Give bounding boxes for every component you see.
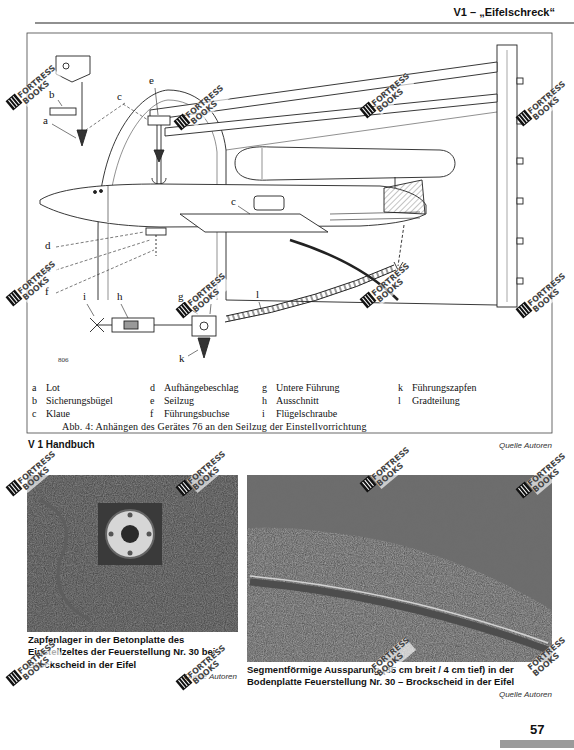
key-text: Flügelschraube (276, 408, 337, 419)
wing-root (180, 214, 328, 232)
key-letter: l (398, 395, 401, 406)
figure-frame (27, 33, 552, 433)
key-letter: f (150, 408, 153, 419)
jet-intake-line (262, 148, 263, 179)
drawing-number: 806 (58, 356, 69, 364)
callout-letter: a (42, 114, 49, 126)
watermark: FORTRESS BOOKS (527, 81, 572, 123)
guide-pin (198, 338, 210, 358)
hatch-panel (254, 196, 284, 210)
post-bolts (517, 78, 523, 284)
watermark: FORTRESS BOOKS (371, 73, 416, 115)
scale-arc (226, 265, 394, 316)
key-letter: a (32, 382, 36, 393)
key-letter: e (150, 395, 154, 406)
pin-head (200, 322, 208, 330)
source-heading: V 1 Handbuch (28, 439, 95, 450)
source-note: Quelle Autoren (499, 441, 552, 450)
key-letter: d (150, 382, 155, 393)
callout-letter: c (116, 90, 123, 102)
watermark-icons (6, 94, 533, 691)
hanger-block (148, 116, 170, 125)
pin-block (192, 316, 216, 336)
key-letter: b (32, 395, 37, 406)
key-text: Führungsbuchse (164, 408, 230, 419)
cutout (124, 321, 138, 329)
fuselage-rivet (94, 191, 97, 194)
leader-lines (52, 88, 262, 356)
tail-fin (384, 180, 425, 214)
watermark: FORTRESS BOOKS (17, 65, 62, 107)
callout-letter: k (178, 352, 186, 364)
screw-shaft (97, 325, 112, 326)
source-note: Quelle Autoren (499, 690, 552, 699)
safety-clip (50, 108, 76, 115)
callout-letter: i (82, 290, 87, 302)
plumb-line (82, 82, 83, 130)
watermark: FORTRESS BOOKS (371, 263, 416, 305)
page-bar (500, 740, 574, 748)
key-letter: c (32, 408, 36, 419)
watermark: FORTRESS BOOKS (187, 273, 232, 315)
v1-drawing (40, 45, 523, 358)
watermark: FORTRESS BOOKS (527, 273, 572, 315)
fuselage-rivet (100, 190, 103, 193)
nose-joint (108, 186, 109, 222)
callout-letter: h (116, 290, 124, 302)
page-number: 57 (530, 722, 544, 737)
key-text: Ausschnitt (276, 395, 319, 406)
watermark: FORTRESS BOOKS (187, 451, 232, 493)
claw-hook (152, 178, 166, 184)
header-rule (35, 22, 574, 23)
guide-arm (154, 325, 192, 326)
guide-bush (146, 228, 166, 235)
post-scale (507, 50, 508, 302)
key-text: Seilzug (164, 395, 194, 406)
pulse-jet (235, 147, 455, 180)
figure-caption: Abb. 4: Anhängen des Gerätes 76 an den S… (62, 421, 367, 432)
watermark: FORTRESS BOOKS (527, 453, 572, 495)
callout-letter: b (48, 88, 56, 100)
watermark: FORTRESS BOOKS (371, 447, 416, 489)
tail-drop-line (398, 225, 404, 266)
key-text: Untere Führung (276, 382, 340, 393)
key-text: Sicherungsbügel (46, 395, 113, 406)
guide-axis (156, 235, 157, 256)
watermark: FORTRESS BOOKS (17, 261, 62, 303)
callout-letter: c (230, 195, 237, 207)
watermark: FORTRESS BOOKS (17, 451, 62, 493)
key-letter: k (398, 382, 403, 393)
key-text: Aufhängebeschlag (164, 382, 238, 393)
key-text: Klaue (46, 408, 70, 419)
key-text: Lot (46, 382, 60, 393)
callout-letter: l (255, 288, 260, 300)
tailplane (330, 212, 420, 220)
key-letter: h (262, 395, 267, 406)
frame-post (497, 45, 517, 307)
photo-bearing (27, 475, 238, 632)
key-text: Führungszapfen (412, 382, 476, 393)
watermark: FORTRESS BOOKS (185, 85, 230, 127)
callout-letter: e (148, 74, 155, 86)
running-head: V1 – „Eifelschreck“ (453, 6, 555, 18)
callout-letter: d (44, 239, 52, 251)
key-letter: i (262, 408, 265, 419)
degree-scale-ticks (226, 268, 395, 320)
cutout-part (112, 318, 154, 332)
photo-groove (247, 475, 552, 662)
photo-caption: Segmentförmige Aussparung (35 cm breit /… (247, 664, 552, 689)
plumb-bob (154, 150, 164, 162)
bracket-hole (63, 63, 69, 69)
plumb-bob (77, 130, 87, 146)
key-text: Gradteilung (412, 395, 460, 406)
key-letter: g (262, 382, 267, 393)
callout-letter: g (177, 290, 185, 302)
